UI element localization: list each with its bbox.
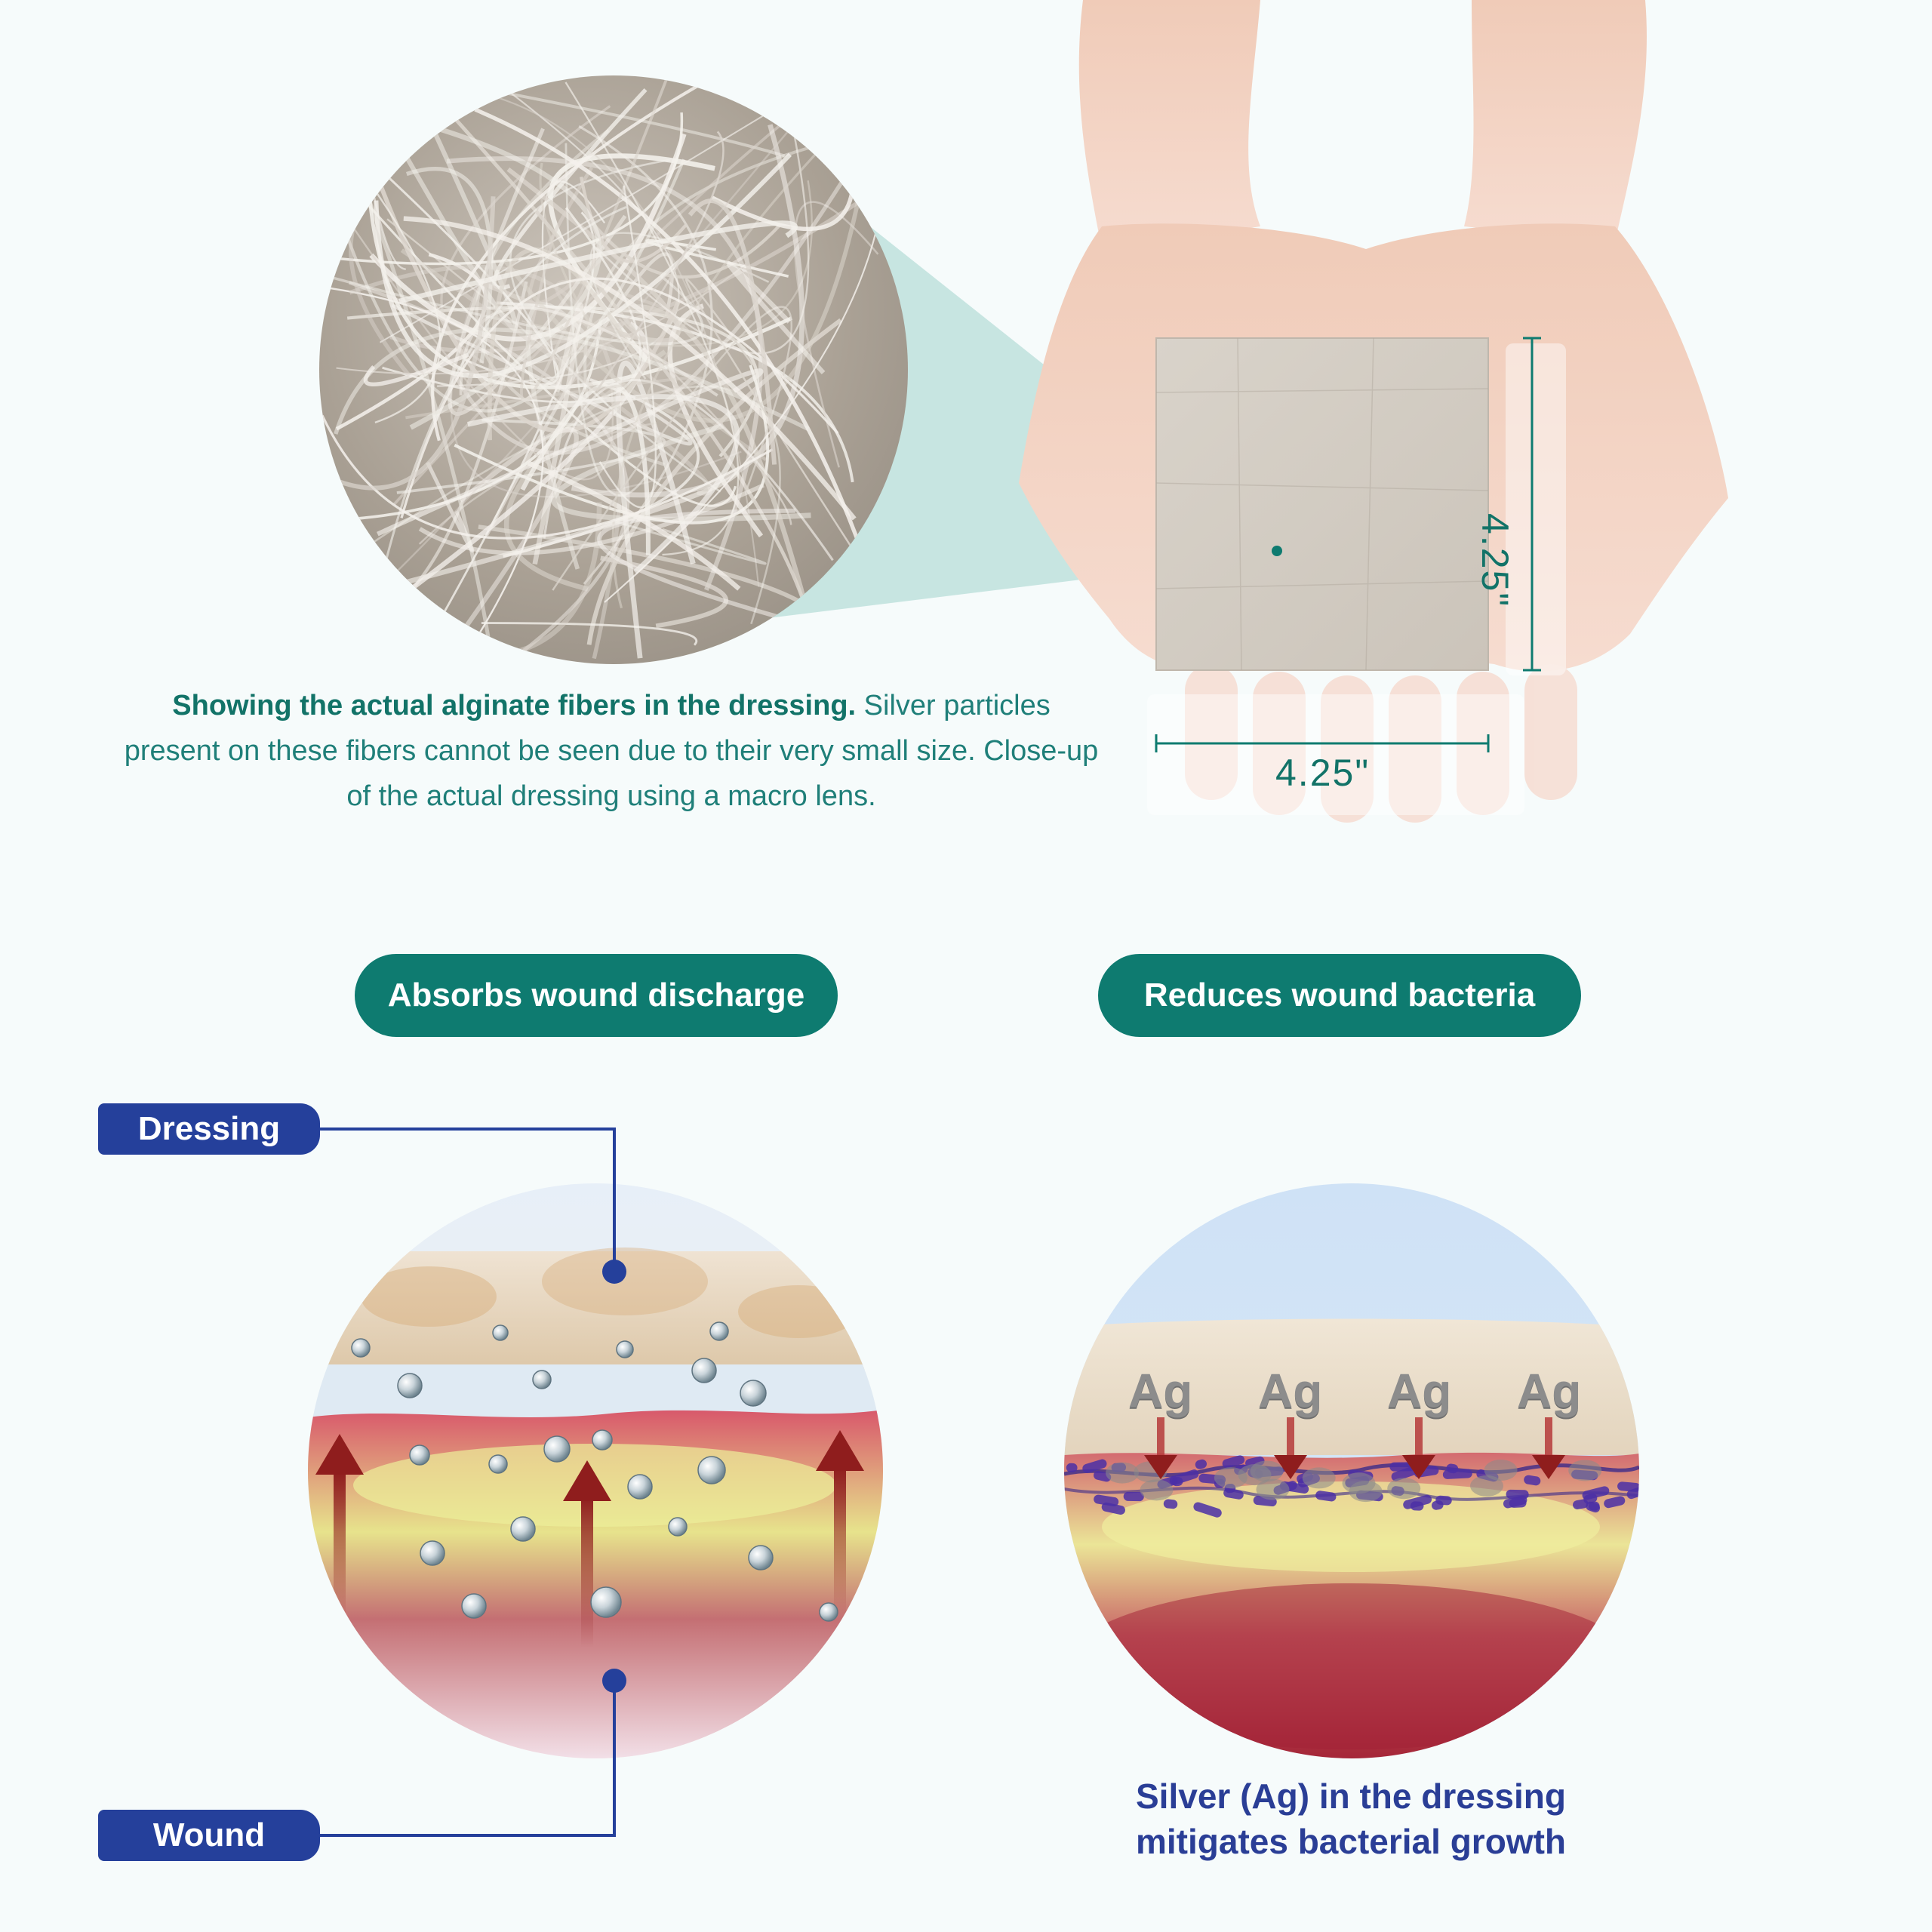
bacteria-icon	[1123, 1491, 1144, 1502]
bacteria-icon	[1506, 1489, 1529, 1500]
fluid-droplet-icon	[590, 1586, 622, 1618]
fluid-droplet-icon	[819, 1602, 838, 1622]
bacteria-icon	[1169, 1469, 1199, 1485]
caption-bold: Showing the actual alginate fibers in th…	[172, 690, 857, 721]
fluid-droplet-icon	[488, 1454, 508, 1474]
fluid-droplet-icon	[510, 1516, 536, 1542]
absorption-cross-section	[308, 1183, 883, 1758]
fluid-droplet-icon	[543, 1435, 571, 1463]
silver-caption-line2: mitigates bacterial growth	[1135, 1822, 1566, 1861]
bacteria-icon	[1082, 1459, 1107, 1473]
fluid-droplet-icon	[409, 1444, 430, 1466]
fluid-droplet-icon	[492, 1324, 509, 1341]
fluid-droplet-icon	[532, 1370, 552, 1389]
bacteria-icon	[1586, 1501, 1601, 1513]
fluid-droplet-icon	[616, 1340, 634, 1358]
fluid-droplet-icon	[860, 1341, 876, 1358]
bacteria-icon	[1524, 1475, 1541, 1486]
bacteria-icon	[1193, 1502, 1222, 1518]
fluid-droplet-icon	[627, 1474, 653, 1500]
caption-text: Silver particles present on these fibers…	[124, 690, 1099, 812]
hands-holding-dressing-image	[1011, 0, 1728, 838]
fluid-droplet-icon	[461, 1593, 487, 1619]
fluid-droplet-icon	[420, 1540, 445, 1566]
silver-caption-line1: Silver (Ag) in the dressing	[1136, 1777, 1566, 1816]
fluid-droplet-icon	[697, 1456, 726, 1484]
fluid-droplet-icon	[397, 1373, 423, 1398]
bacteria-icon	[1626, 1484, 1639, 1500]
bacteria-icon	[1223, 1488, 1244, 1500]
fluid-droplet-icon	[740, 1380, 767, 1407]
bacteria-icon	[1573, 1499, 1589, 1509]
silver-caption: Silver (Ag) in the dressing mitigates ba…	[1087, 1774, 1615, 1864]
downward-arrow-icon	[1402, 1417, 1435, 1479]
bacteria-icon	[1101, 1502, 1125, 1515]
wound-tag: Wound	[98, 1810, 320, 1861]
ag-label: Ag	[1387, 1364, 1452, 1418]
fluid-droplet-icon	[748, 1545, 774, 1571]
upward-arrow-icon	[563, 1460, 611, 1647]
bacteria-icon	[1195, 1459, 1208, 1469]
bacteria-icon	[1315, 1491, 1337, 1502]
dressing-tag: Dressing	[98, 1103, 320, 1155]
fluid-droplet-icon	[709, 1321, 729, 1341]
upward-arrow-icon	[816, 1430, 864, 1617]
ag-label: Ag	[1258, 1364, 1323, 1418]
reduces-bacteria-pill: Reduces wound bacteria	[1098, 954, 1581, 1037]
downward-arrow-icon	[1274, 1417, 1307, 1479]
dimension-height-label: 4.25"	[1474, 513, 1516, 608]
ag-label: Ag	[1517, 1364, 1582, 1418]
dimension-width-label: 4.25"	[1275, 752, 1371, 794]
bacteria-icon	[1222, 1455, 1245, 1469]
downward-arrow-icon	[1144, 1417, 1177, 1479]
bacteria-icon	[1604, 1496, 1626, 1509]
bacteria-icon	[1435, 1495, 1452, 1506]
fluid-droplet-icon	[592, 1429, 613, 1451]
upward-arrow-icon	[315, 1434, 364, 1621]
bacteria-icon	[1410, 1501, 1424, 1511]
fiber-caption: Showing the actual alginate fibers in th…	[121, 683, 1102, 819]
bacteria-icon	[1163, 1499, 1178, 1509]
bacteria-icon	[1066, 1463, 1078, 1472]
bacteria-icon	[1509, 1498, 1527, 1508]
bacteria-icon	[1094, 1494, 1119, 1506]
bacteria-icon	[1446, 1463, 1459, 1474]
absorbs-discharge-pill: Absorbs wound discharge	[355, 954, 838, 1037]
silver-bacteria-cross-section: Ag Ag Ag Ag	[1064, 1183, 1639, 1758]
fluid-droplet-icon	[691, 1358, 717, 1383]
downward-arrow-icon	[1532, 1417, 1565, 1479]
ag-label: Ag	[1128, 1364, 1193, 1418]
fluid-droplet-icon	[668, 1517, 688, 1537]
fiber-closeup-image	[319, 75, 908, 664]
fluid-droplet-icon	[351, 1338, 371, 1358]
